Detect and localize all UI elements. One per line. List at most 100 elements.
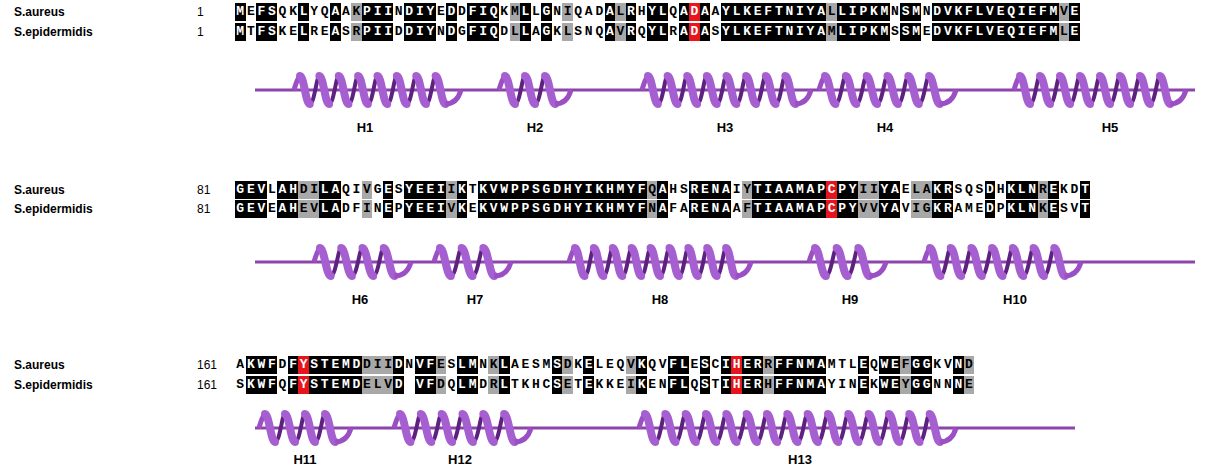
residue: P	[837, 200, 848, 218]
residue: T	[1080, 181, 1091, 199]
residue: F	[900, 356, 911, 374]
residue: L	[837, 3, 848, 21]
residue: R	[943, 181, 954, 199]
residue: I	[858, 181, 869, 199]
residue: Y	[647, 3, 658, 21]
residue: R	[689, 200, 700, 218]
residue: A	[816, 3, 827, 21]
residue: L	[974, 23, 985, 41]
residue: K	[478, 200, 489, 218]
residue: G	[457, 23, 468, 41]
helix-coil	[1044, 248, 1054, 276]
residue: I	[583, 200, 594, 218]
helix-label: H4	[877, 120, 894, 135]
residue: Q	[964, 181, 975, 199]
helix-coil	[462, 248, 473, 276]
residue: L	[731, 23, 742, 41]
residue: A	[679, 23, 690, 41]
residue: I	[372, 356, 383, 374]
residue: Q	[277, 376, 288, 394]
residue: F	[763, 23, 774, 41]
residue: A	[700, 23, 711, 41]
residue: S	[974, 181, 985, 199]
helix-coil	[961, 248, 971, 276]
residue: L	[974, 3, 985, 21]
helix-coil	[706, 414, 716, 442]
helix-label: H1	[357, 120, 374, 135]
helix-coil	[919, 76, 929, 104]
residue: S	[552, 376, 563, 394]
residue: P	[393, 200, 404, 218]
helix-coil	[1023, 248, 1033, 276]
residue: F	[742, 200, 753, 218]
residue: H	[562, 181, 573, 199]
residue: L	[657, 3, 668, 21]
helix-coil	[746, 76, 756, 104]
residue: P	[858, 23, 869, 41]
residue: G	[921, 200, 932, 218]
residue: T	[710, 376, 721, 394]
helix-coil	[971, 248, 981, 276]
residue: P	[816, 200, 827, 218]
residue: I	[731, 181, 742, 199]
residue: E	[330, 376, 341, 394]
residue: C	[826, 200, 837, 218]
residue: E	[1069, 23, 1080, 41]
residue: A	[710, 3, 721, 21]
residue: M	[879, 3, 890, 21]
helix-coil	[651, 248, 660, 276]
residue: I	[721, 376, 732, 394]
residue: I	[372, 3, 383, 21]
residue: A	[330, 200, 341, 218]
helix-coil	[1020, 76, 1030, 104]
residue: M	[805, 356, 816, 374]
residue: I	[763, 181, 774, 199]
residue: Q	[319, 3, 330, 21]
residue: Y	[879, 181, 890, 199]
residue: I	[911, 200, 922, 218]
residue: V	[488, 200, 499, 218]
residue: A	[816, 376, 827, 394]
residue: L	[562, 23, 573, 41]
residue: Y	[309, 3, 320, 21]
residue: A	[784, 200, 795, 218]
helix-coil	[929, 76, 939, 104]
residue: V	[985, 3, 996, 21]
residue: R	[626, 23, 637, 41]
residue: H	[562, 200, 573, 218]
residue: F	[267, 356, 278, 374]
residue: K	[636, 356, 647, 374]
residue: F	[964, 3, 975, 21]
residue: R	[488, 376, 499, 394]
helix-coil	[1003, 248, 1013, 276]
residue: T	[246, 23, 257, 41]
residue: M	[541, 356, 552, 374]
residue: L	[499, 376, 510, 394]
residue: L	[499, 356, 510, 374]
helix-coil	[473, 248, 484, 276]
residue: Y	[847, 181, 858, 199]
residue: S	[235, 376, 246, 394]
residue: M	[805, 376, 816, 394]
residue: M	[911, 23, 922, 41]
residue: K	[1038, 200, 1049, 218]
helix-coil	[1100, 76, 1110, 104]
helix-coil	[265, 414, 275, 442]
residue: A	[330, 3, 341, 21]
residue: Q	[488, 3, 499, 21]
helix-coil	[1080, 76, 1090, 104]
helix-coil	[285, 414, 295, 442]
residue: L	[837, 23, 848, 41]
sequence-row: AKWFDFYSTEMDDIIDNVFESLMNKLAESMSDKELEQVKQ…	[235, 356, 974, 374]
residue: Y	[805, 23, 816, 41]
residue: M	[911, 3, 922, 21]
helix-label: H12	[448, 452, 472, 467]
residue: Y	[425, 23, 436, 41]
helix-label: H9	[842, 292, 859, 307]
residue: K	[478, 181, 489, 199]
residue: E	[246, 3, 257, 21]
helix-coil	[442, 414, 452, 442]
residue: E	[415, 200, 426, 218]
residue: E	[436, 356, 447, 374]
residue: D	[1069, 181, 1080, 199]
